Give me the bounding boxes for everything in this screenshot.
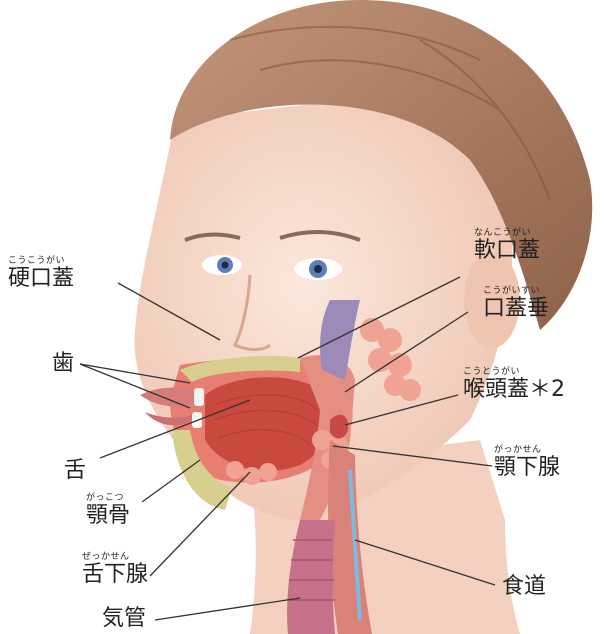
label-sublingual-gland: ぜっかせん 舌下腺 <box>82 553 148 586</box>
tongue-shape <box>205 377 330 471</box>
label-submandibular-gland: がっかせん 顎下腺 <box>494 446 560 479</box>
teeth-upper <box>194 388 204 406</box>
label-tongue: 舌 <box>64 460 86 482</box>
label-jaw-bone: がっこつ 顎骨 <box>86 494 130 527</box>
label-teeth: 歯 <box>52 353 74 375</box>
label-epiglottis: こうとうがい 喉頭蓋＊2 <box>463 368 565 401</box>
label-soft-palate: なんこうがい 軟口蓋 <box>474 229 540 262</box>
label-esophagus: 食道 <box>502 576 546 598</box>
label-uvula: こうがいすい 口蓋垂 <box>483 287 549 320</box>
label-trachea: 気管 <box>102 608 146 630</box>
label-hard-palate: こうこうがい 硬口蓋 <box>8 257 74 290</box>
